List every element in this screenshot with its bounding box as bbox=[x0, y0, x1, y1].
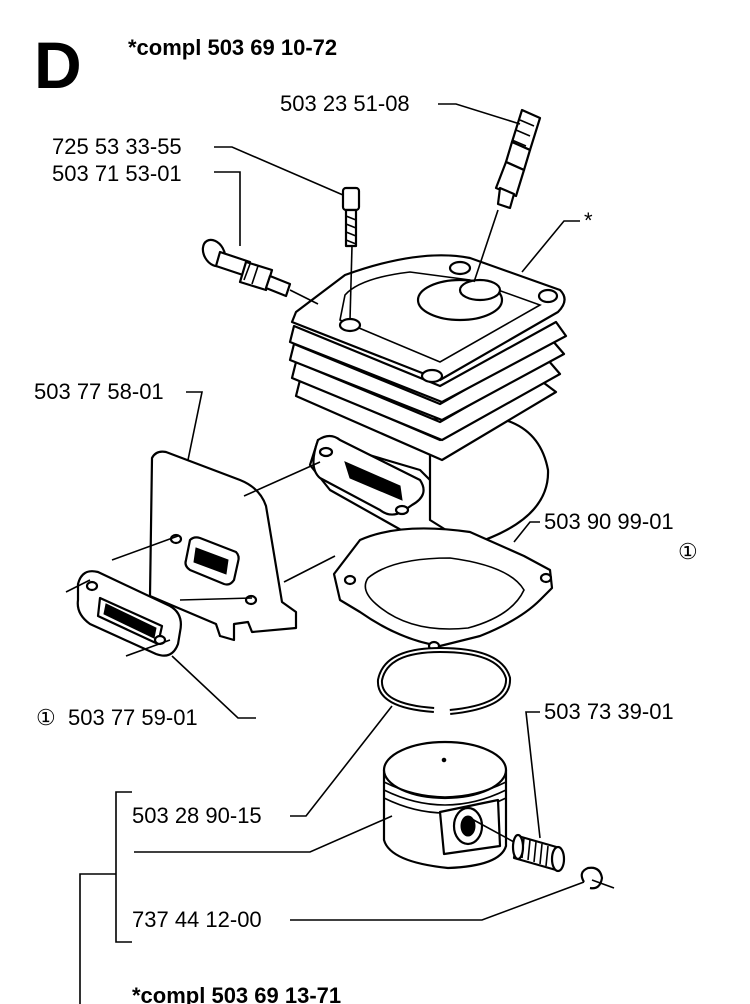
screw-illustration bbox=[341, 186, 361, 248]
label-screw: 725 53 33-55 bbox=[52, 134, 182, 159]
label-needle-bearing: 503 73 39-01 bbox=[544, 699, 674, 724]
assembly-number-top: *compl 503 69 10-72 bbox=[128, 35, 337, 60]
label-spark-plug: 503 23 51-08 bbox=[280, 91, 410, 116]
piston-illustration bbox=[382, 740, 508, 870]
label-muffler-gasket-note: ① bbox=[36, 705, 56, 730]
label-gasket-note: ① bbox=[678, 539, 698, 564]
label-cylinder-marker: * bbox=[584, 208, 593, 233]
label-piston-ring: 503 28 90-15 bbox=[132, 803, 262, 828]
heat-shield-illustration bbox=[148, 450, 298, 642]
cylinder-illustration bbox=[288, 254, 568, 547]
label-cylinder-gasket: 503 90 99-01 bbox=[544, 509, 674, 534]
needle-bearing-illustration bbox=[511, 833, 566, 873]
piston-ring-illustration bbox=[376, 647, 512, 715]
leader-lines bbox=[65, 103, 615, 1004]
label-heat-shield: 503 77 58-01 bbox=[34, 379, 164, 404]
circlip-illustration bbox=[580, 866, 604, 890]
cylinder-gasket-illustration bbox=[332, 527, 554, 652]
label-muffler-gasket: 503 77 59-01 bbox=[68, 705, 198, 730]
label-decompression-valve: 503 71 53-01 bbox=[52, 161, 182, 186]
spark-plug-illustration bbox=[494, 108, 542, 210]
decompression-valve-illustration bbox=[201, 238, 292, 298]
label-circlip: 737 44 12-00 bbox=[132, 907, 262, 932]
section-letter: D bbox=[34, 28, 82, 102]
assembly-number-bottom: *compl 503 69 13-71 bbox=[132, 983, 341, 1004]
